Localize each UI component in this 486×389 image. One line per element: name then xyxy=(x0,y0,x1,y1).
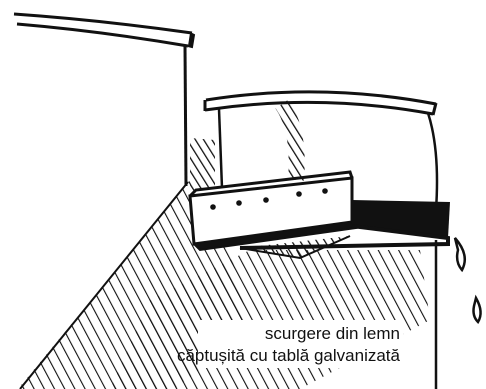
left-roof-eave xyxy=(14,14,194,186)
wooden-gutter xyxy=(190,172,450,258)
caption-line-1: scurgere din lemn xyxy=(265,324,400,344)
water-drops xyxy=(455,238,481,322)
caption-line-2: căptușită cu tablă galvanizată xyxy=(177,346,400,366)
